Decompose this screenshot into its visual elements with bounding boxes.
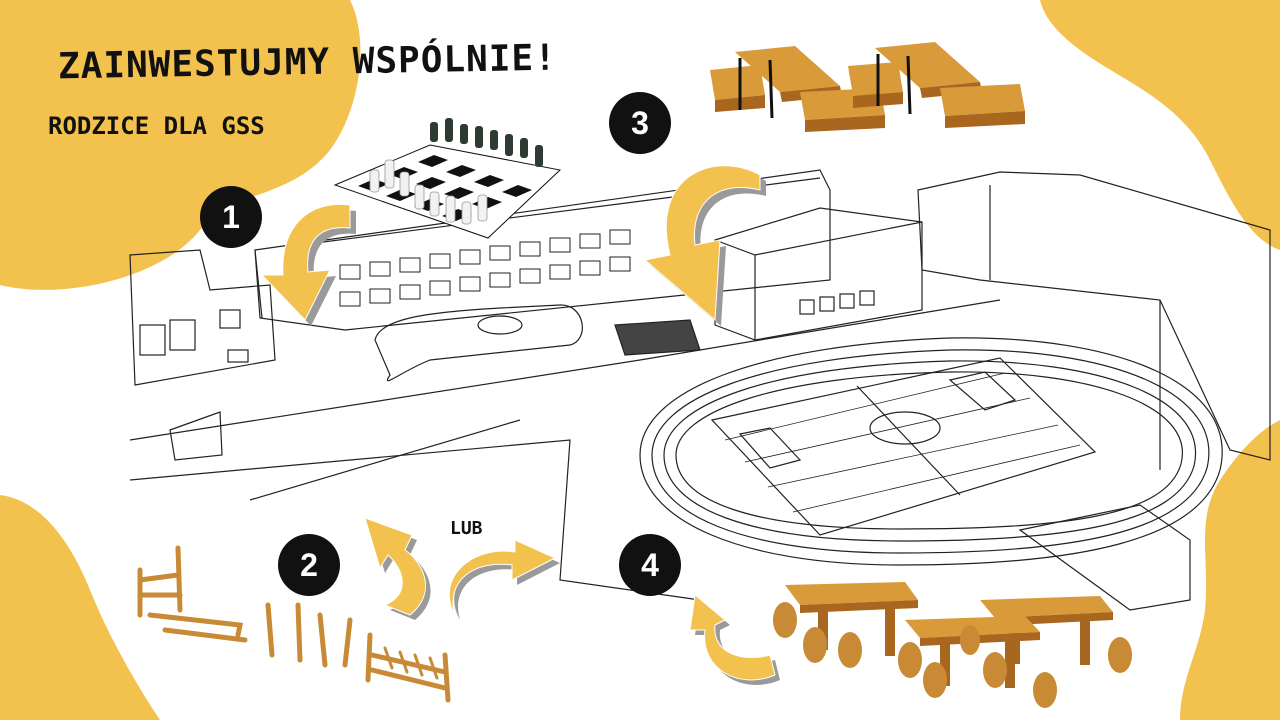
arrow-1 [260,203,356,326]
left-annex [129,249,276,386]
school-line-drawing [129,169,1271,611]
wooden-loungers [710,42,1025,132]
right-buildings [917,171,1271,461]
dark-plaza [614,319,701,356]
arrow-2a [364,517,431,620]
running-track [639,337,1223,566]
arrow-3 [643,165,766,326]
gym-block [714,207,923,341]
giant-chess-board [333,118,562,239]
arrow-2b [448,539,560,620]
football-field [710,357,1097,536]
blob-bottom-left [0,495,160,720]
or-label: LUB [450,518,483,539]
climbing-obstacle-course [137,545,451,703]
page-subtitle: RODZICE DLA GSS [48,112,265,140]
page-title: ZAINWESTUJMY WSPÓLNIE! [57,37,558,88]
blob-top-right [1040,0,1280,250]
small-court [1018,504,1191,611]
marker-2-badge: 2 [278,534,340,596]
marker-1-badge: 1 [200,186,262,248]
blob-top-left [0,0,361,290]
arrows [260,165,780,685]
main-building [254,169,831,331]
windows [339,229,631,307]
picnic-tables [773,582,1132,708]
courtyard-loop [374,304,583,382]
marker-3-badge: 3 [609,92,671,154]
blob-bottom-right [1180,420,1280,720]
marker-4-badge: 4 [619,534,681,596]
arrow-4 [689,594,780,685]
